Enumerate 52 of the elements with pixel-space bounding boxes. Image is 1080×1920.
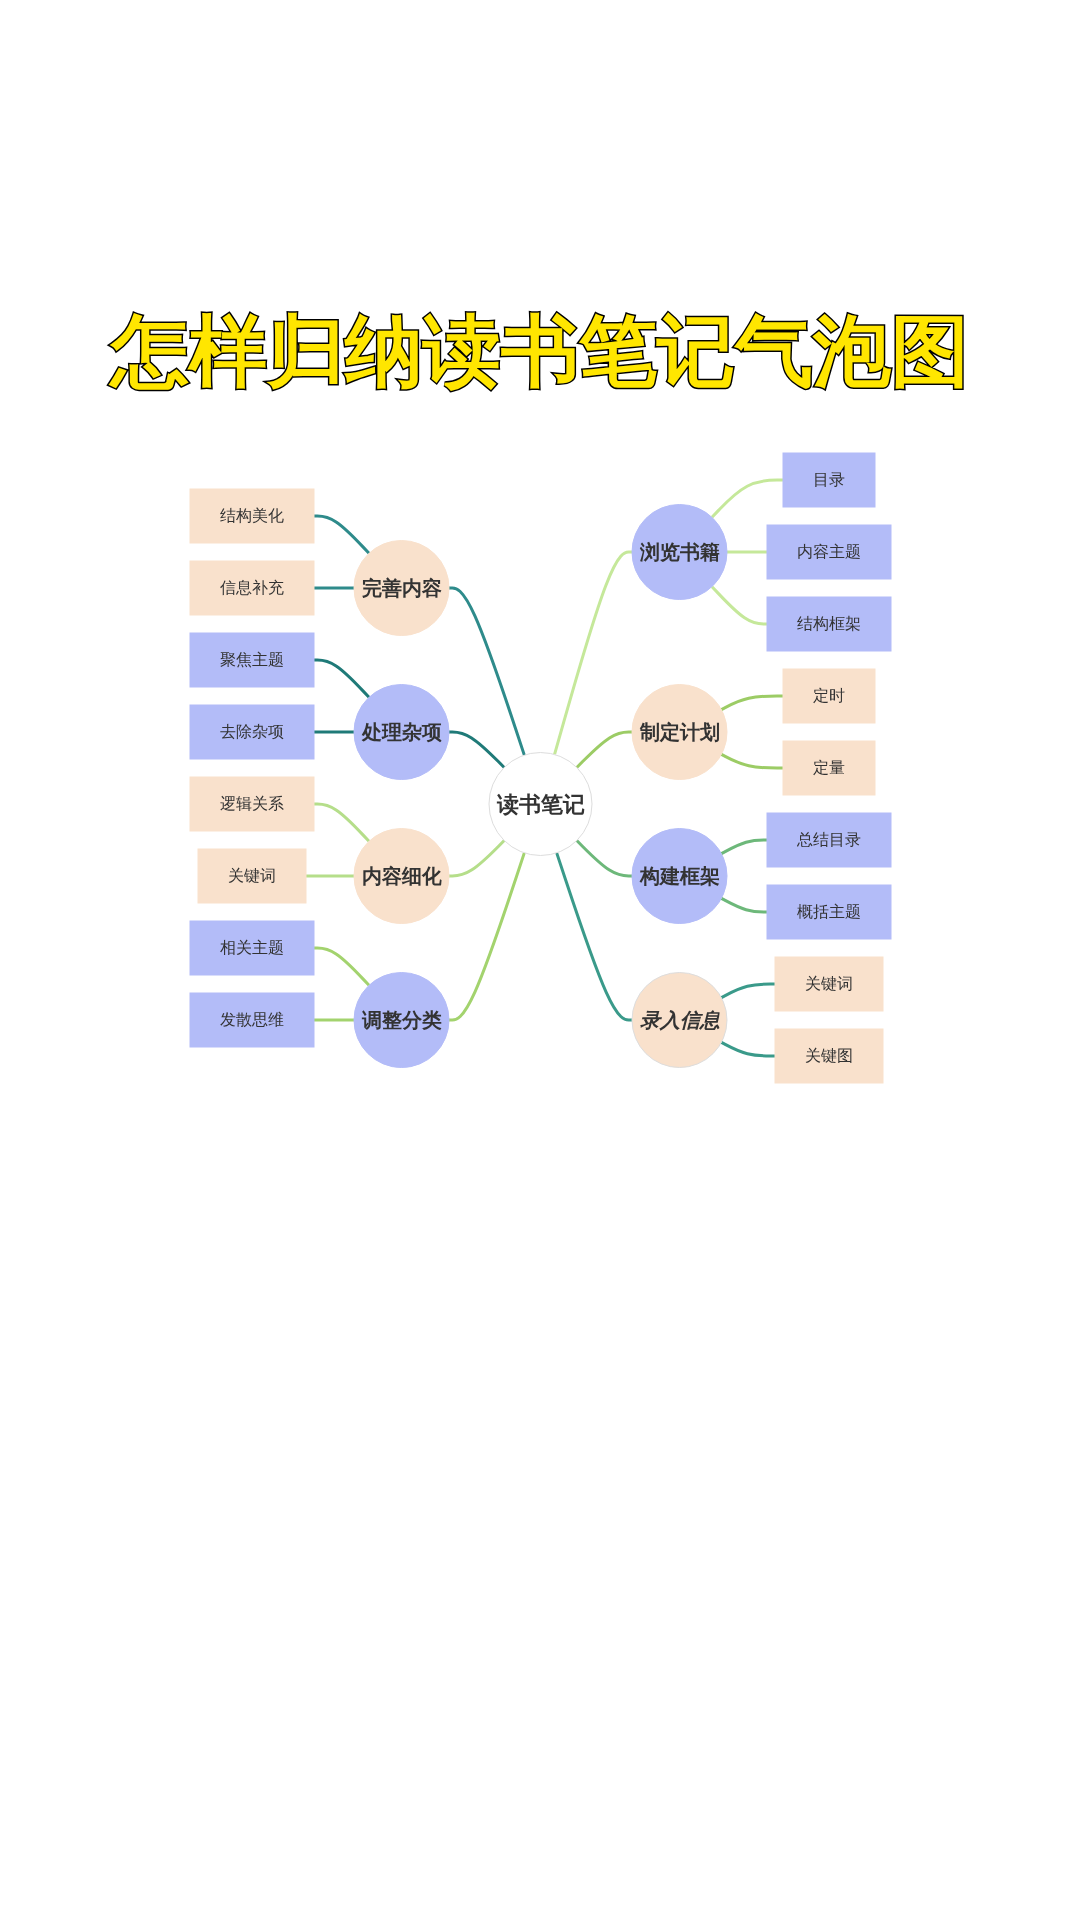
connector (313, 730, 354, 734)
node-box: 关键图 (774, 1028, 883, 1084)
node-circle: 录入信息 (631, 972, 727, 1068)
connector (554, 852, 632, 1022)
node-box: 关键词 (774, 956, 883, 1012)
connector (720, 982, 775, 999)
connector (720, 694, 783, 711)
connector (448, 839, 505, 878)
node-box: 定量 (782, 740, 875, 796)
node-box: 总结目录 (766, 812, 891, 868)
connector (305, 874, 354, 878)
node-circle: 调整分类 (353, 972, 449, 1068)
node-box: 目录 (782, 452, 875, 508)
node-box: 定时 (782, 668, 875, 724)
connector (575, 839, 632, 878)
node-circle: 内容细化 (353, 828, 449, 924)
connector (710, 478, 783, 519)
connector (726, 550, 767, 554)
connector (313, 802, 370, 843)
node-box: 发散思维 (189, 992, 314, 1048)
connector (710, 585, 767, 626)
node-box: 聚焦主题 (189, 632, 314, 688)
node-box: 相关主题 (189, 920, 314, 976)
connector (720, 897, 767, 914)
connector (720, 838, 767, 855)
connector (448, 852, 526, 1022)
node-box: 结构美化 (189, 488, 314, 544)
node-circle: 浏览书籍 (631, 504, 727, 600)
node-box: 内容主题 (766, 524, 891, 580)
node-circle: 构建框架 (631, 828, 727, 924)
connector (313, 1018, 354, 1022)
connector (313, 514, 370, 555)
node-box: 关键词 (197, 848, 306, 904)
node-circle: 处理杂项 (353, 684, 449, 780)
connector (448, 730, 505, 769)
node-circle: 制定计划 (631, 684, 727, 780)
connector (313, 658, 370, 699)
node-box: 去除杂项 (189, 704, 314, 760)
connector (448, 586, 526, 756)
connector (720, 753, 783, 770)
connector (575, 730, 632, 769)
node-box: 概括主题 (766, 884, 891, 940)
connector (313, 586, 354, 590)
connector (720, 1041, 775, 1058)
node-circle: 读书笔记 (488, 752, 592, 856)
title: 怎样归纳读书笔记气泡图 (10, 300, 1070, 405)
connector (552, 550, 632, 755)
node-box: 信息补充 (189, 560, 314, 616)
node-circle: 完善内容 (353, 540, 449, 636)
node-box: 结构框架 (766, 596, 891, 652)
node-box: 逻辑关系 (189, 776, 314, 832)
connector (313, 946, 370, 987)
